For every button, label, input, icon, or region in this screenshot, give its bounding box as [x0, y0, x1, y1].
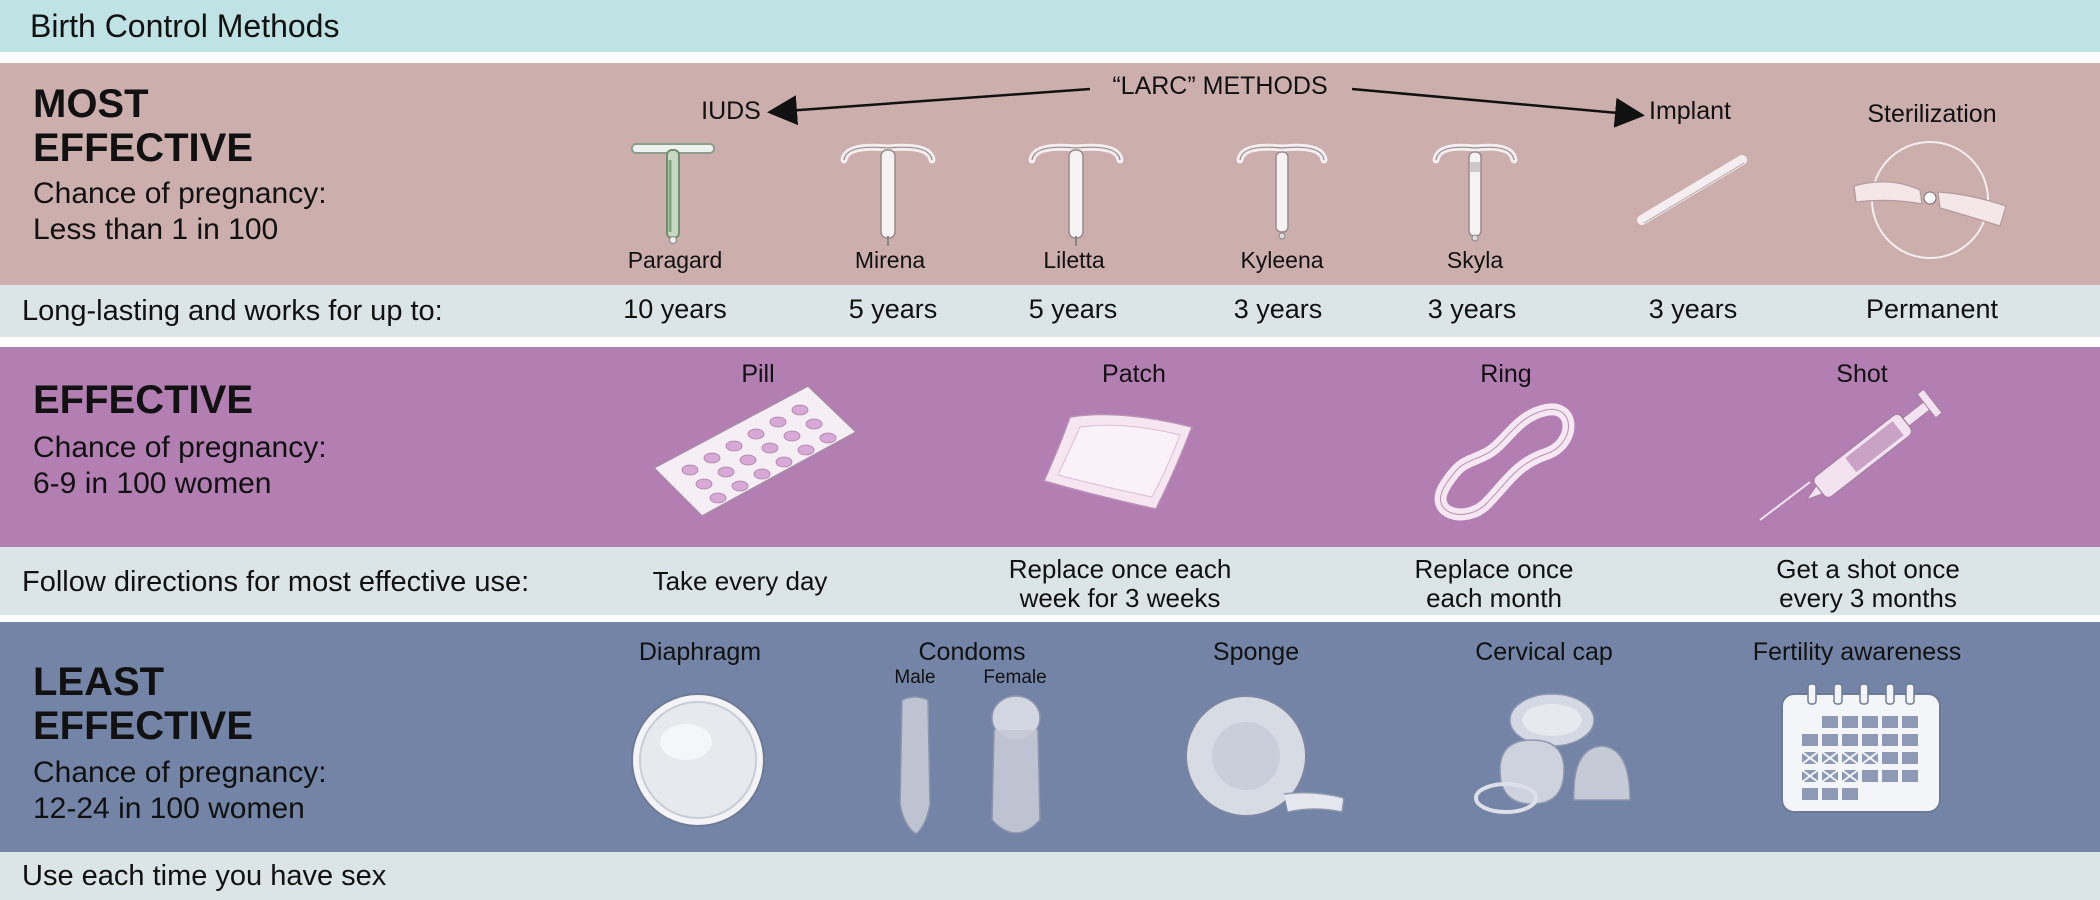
sterilization-icon: [1853, 141, 2007, 259]
page-title: Birth Control Methods: [30, 8, 340, 44]
calendar-icon: [1781, 683, 1941, 813]
least-chance-value: 12-24 in 100 women: [33, 792, 305, 825]
mirena-label: Mirena: [854, 247, 926, 273]
pill-label: Pill: [741, 360, 775, 388]
condoms-female-label: Female: [983, 667, 1047, 688]
cervical-cap-icon: [1474, 693, 1631, 814]
effective-chance-label: Chance of pregnancy:: [33, 431, 327, 464]
liletta-iud-icon: [1028, 143, 1124, 246]
ring-label: Ring: [1480, 360, 1532, 388]
implant-rod-icon: [1637, 155, 1747, 225]
directions-shot-line1: Get a shot once: [1776, 554, 1960, 584]
patch-label: Patch: [1102, 360, 1166, 388]
syringe-icon: [1759, 388, 1943, 521]
condoms-label: Condoms: [918, 638, 1026, 666]
duration-strip: [0, 285, 2100, 337]
sponge-icon: [1185, 695, 1345, 817]
iuds-label: IUDS: [701, 97, 761, 125]
effective-section: [0, 347, 2100, 547]
diaphragm-label: Diaphragm: [638, 638, 762, 666]
directions-pill: Take every day: [652, 566, 828, 596]
pill-pack-icon: [652, 385, 858, 517]
patch-icon: [1042, 413, 1194, 510]
directions-ring-line2: each month: [1426, 583, 1562, 613]
mirena-iud-icon: [840, 143, 936, 246]
use-each-time-label: Use each time you have sex: [22, 860, 387, 892]
copper-iud-icon: [631, 143, 715, 244]
directions-strip: [0, 547, 2100, 615]
most-chance-value: Less than 1 in 100: [33, 213, 279, 246]
kyleena-label: Kyleena: [1240, 247, 1324, 273]
skyla-label: Skyla: [1446, 247, 1504, 273]
shot-label: Shot: [1836, 360, 1888, 388]
effective-heading: EFFECTIVE: [33, 378, 254, 422]
duration-skyla: 3 years: [1427, 294, 1517, 324]
duration-mirena: 5 years: [848, 294, 938, 324]
condoms-male-label: Male: [894, 667, 936, 688]
kyleena-iud-icon: [1236, 143, 1328, 240]
least-effective-section: [0, 622, 2100, 852]
implant-label: Implant: [1649, 97, 1731, 125]
least-chance-label: Chance of pregnancy:: [33, 756, 327, 789]
directions-patch-line1: Replace once each: [1008, 554, 1232, 584]
sterilization-label: Sterilization: [1867, 100, 1997, 128]
cervical-cap-label: Cervical cap: [1475, 638, 1613, 666]
duration-sterilization: Permanent: [1865, 294, 1999, 324]
paragard-label: Paragard: [627, 247, 723, 273]
female-condom-icon: [991, 695, 1041, 834]
directions-shot-line2: every 3 months: [1779, 583, 1957, 613]
most-chance-label: Chance of pregnancy:: [33, 177, 327, 210]
least-effective-heading-line1: LEAST: [33, 660, 165, 704]
most-effective-heading-line2: EFFECTIVE: [33, 126, 254, 170]
effective-chance-value: 6-9 in 100 women: [33, 467, 272, 500]
title-bar: [0, 0, 2100, 52]
duration-liletta: 5 years: [1028, 294, 1118, 324]
liletta-label: Liletta: [1043, 247, 1105, 273]
most-effective-section: [0, 63, 2100, 285]
directions-strip-label: Follow directions for most effective use…: [22, 566, 530, 598]
duration-strip-label: Long-lasting and works for up to:: [22, 295, 443, 327]
ring-icon: [1434, 403, 1575, 521]
diaphragm-icon: [631, 693, 765, 827]
duration-paragard: 10 years: [623, 294, 727, 324]
duration-implant: 3 years: [1648, 294, 1738, 324]
directions-ring-line1: Replace once: [1414, 554, 1574, 584]
most-effective-heading-line1: MOST: [33, 82, 149, 126]
duration-kyleena: 3 years: [1233, 294, 1323, 324]
least-effective-heading-line2: EFFECTIVE: [33, 704, 254, 748]
skyla-iud-icon: [1432, 143, 1518, 242]
fertility-awareness-label: Fertility awareness: [1752, 638, 1962, 666]
larc-label: “LARC” METHODS: [1112, 72, 1328, 100]
use-each-time-strip: [0, 852, 2100, 900]
sponge-label: Sponge: [1212, 638, 1300, 666]
directions-patch-line2: week for 3 weeks: [1019, 583, 1221, 613]
male-condom-icon: [899, 696, 931, 835]
